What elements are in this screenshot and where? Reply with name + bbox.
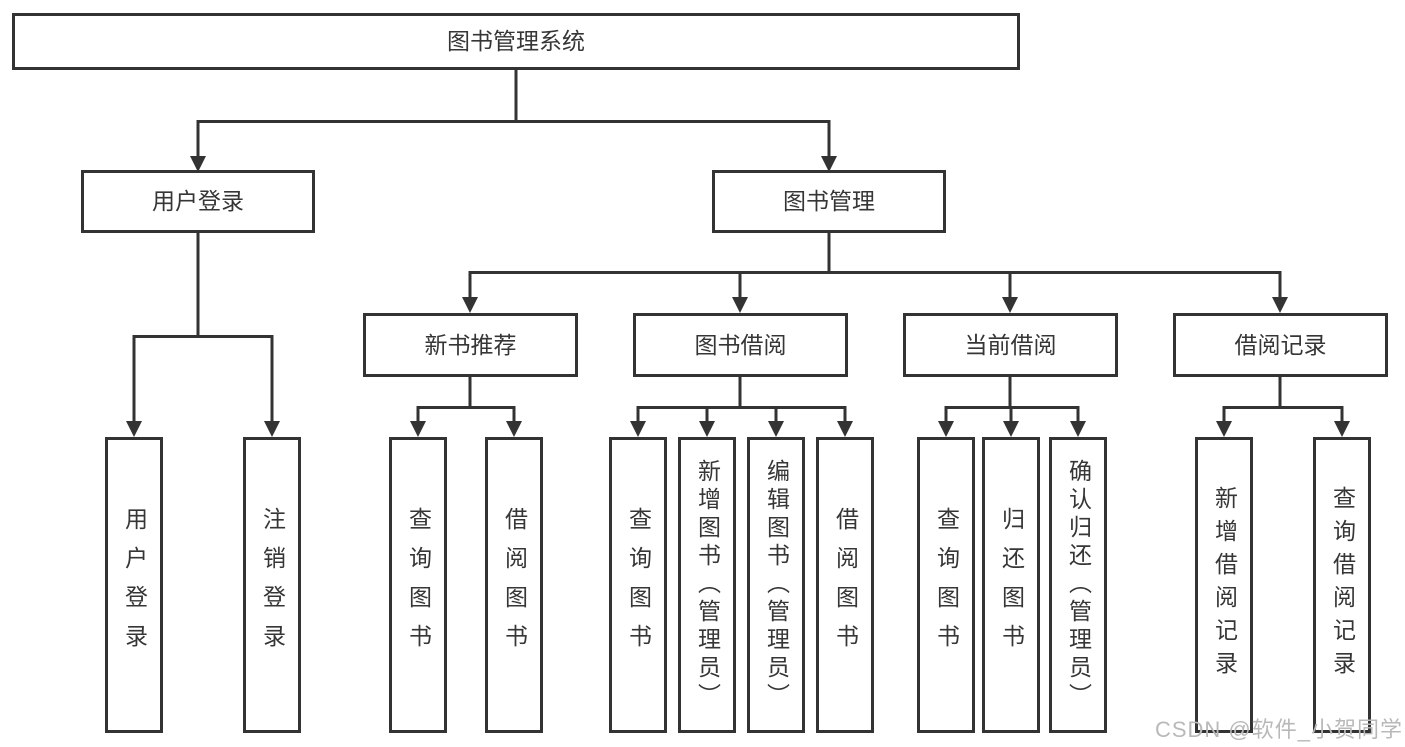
- node-label: 编辑图书（管理员）: [763, 459, 790, 711]
- node-label: 借阅记录: [1234, 331, 1327, 358]
- node-label: 借阅图书: [832, 507, 859, 663]
- node-current-borrowing: 当前借阅: [903, 313, 1118, 377]
- node-label: 用户登录: [152, 188, 244, 214]
- node-book-management: 图书管理: [712, 170, 946, 233]
- node-label: 新书推荐: [424, 331, 517, 358]
- node-new-book-recommendation: 新书推荐: [363, 313, 578, 377]
- node-label: 图书管理: [783, 188, 875, 214]
- node-label: 查询借阅记录: [1329, 486, 1356, 684]
- leaf-user-login: 用户登录: [105, 437, 163, 733]
- node-label: 当前借阅: [964, 331, 1057, 358]
- leaf-add-borrow-record: 新增借阅记录: [1195, 437, 1253, 733]
- node-label: 归还图书: [998, 507, 1025, 663]
- node-user-login: 用户登录: [81, 170, 315, 233]
- leaf-borrow-books-borrowing: 借阅图书: [816, 437, 874, 733]
- leaf-edit-books-admin: 编辑图书（管理员）: [747, 437, 805, 733]
- leaf-return-books: 归还图书: [982, 437, 1040, 733]
- node-label: 注销登录: [259, 507, 286, 663]
- leaf-add-books-admin: 新增图书（管理员）: [678, 437, 736, 733]
- node-label: 新增借阅记录: [1211, 486, 1238, 684]
- node-label: 借阅图书: [501, 507, 528, 663]
- node-label: 新增图书（管理员）: [694, 459, 721, 711]
- node-label: 查询图书: [405, 507, 432, 663]
- leaf-query-books-recommend: 查询图书: [389, 437, 447, 733]
- node-label: 查询图书: [933, 507, 960, 663]
- node-label: 图书借阅: [694, 331, 787, 358]
- node-label: 用户登录: [121, 507, 148, 663]
- leaf-query-books-borrowing: 查询图书: [609, 437, 667, 733]
- leaf-logout-login: 注销登录: [243, 437, 301, 733]
- node-borrowing-records: 借阅记录: [1173, 313, 1388, 377]
- leaf-confirm-return-admin: 确认归还（管理员）: [1049, 437, 1107, 733]
- leaf-query-books-current: 查询图书: [917, 437, 975, 733]
- node-book-borrowing: 图书借阅: [633, 313, 848, 377]
- leaf-query-borrow-record: 查询借阅记录: [1313, 437, 1371, 733]
- leaf-borrow-books-recommend: 借阅图书: [485, 437, 543, 733]
- node-label: 确认归还（管理员）: [1065, 459, 1092, 711]
- node-library-management-system: 图书管理系统: [12, 13, 1020, 70]
- node-label: 查询图书: [625, 507, 652, 663]
- node-label: 图书管理系统: [447, 28, 585, 54]
